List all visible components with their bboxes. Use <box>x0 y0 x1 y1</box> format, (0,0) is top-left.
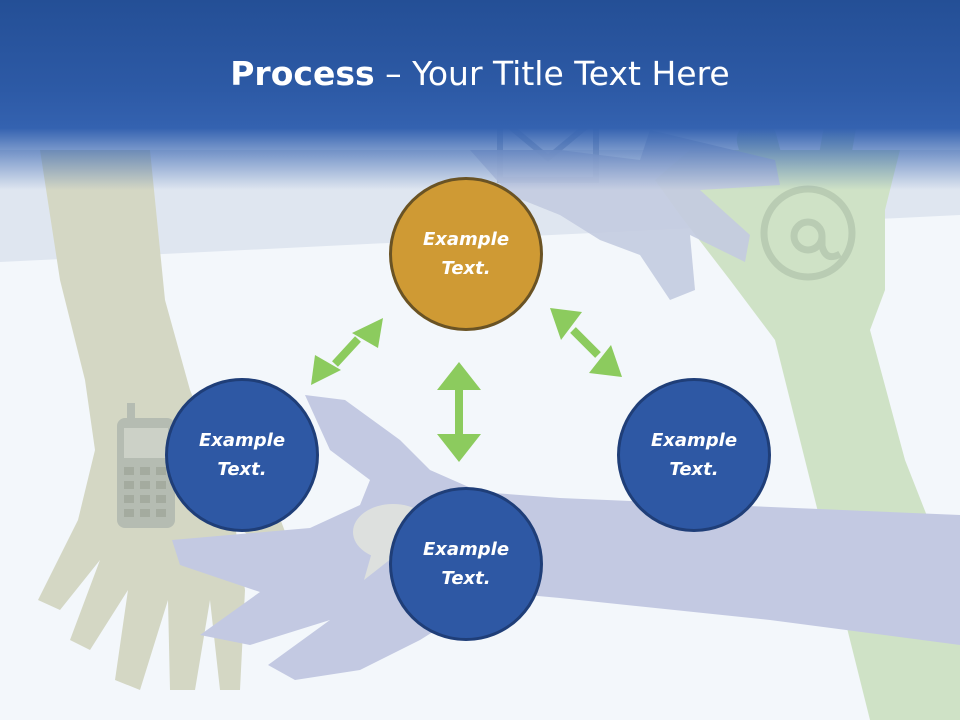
process-node-top: Example Text. <box>389 177 543 331</box>
title-bar <box>0 0 960 190</box>
process-node-left: Example Text. <box>165 378 319 532</box>
title-bold: Process <box>230 54 375 93</box>
title-rest: – Your Title Text Here <box>374 54 730 93</box>
process-node-bottom-label: Example Text. <box>422 539 510 589</box>
double-arrow-vertical <box>437 362 481 462</box>
blue-hand-lower-silhouette <box>172 395 960 680</box>
process-node-right: Example Text. <box>617 378 771 532</box>
mobile-phone-icon <box>117 403 175 528</box>
double-arrow-left <box>311 318 383 385</box>
process-node-top-label: Example Text. <box>422 229 510 279</box>
process-node-bottom: Example Text. <box>389 487 543 641</box>
process-node-left-label: Example Text. <box>198 430 286 480</box>
slide-title: Process – Your Title Text Here <box>0 52 960 96</box>
process-node-right-label: Example Text. <box>650 430 738 480</box>
double-arrow-right <box>550 308 622 377</box>
